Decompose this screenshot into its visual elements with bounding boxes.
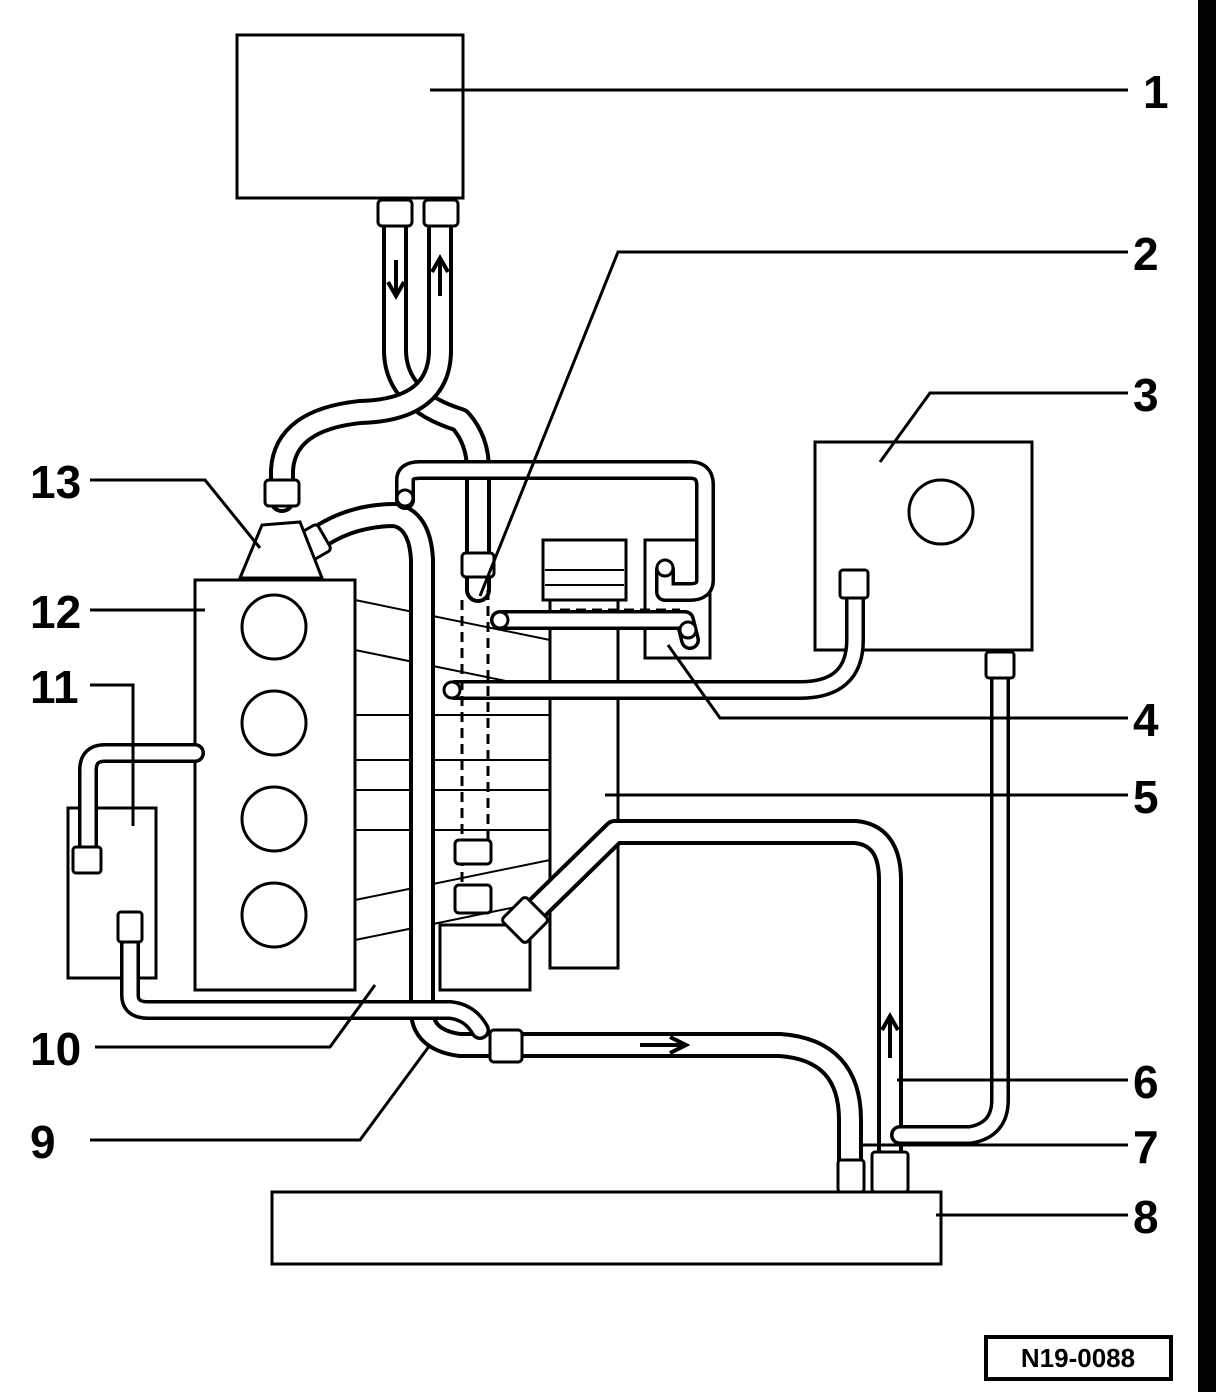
- callout-8: 8: [1133, 1191, 1159, 1243]
- component-column: [548, 598, 620, 970]
- heater-hoses: [269, 202, 491, 603]
- figure-ref-box: [984, 1335, 1173, 1381]
- tank-feed-hose: [445, 575, 865, 700]
- figure-ref: N19-0088: [1021, 1343, 1135, 1373]
- callout-9: 9: [30, 1116, 56, 1168]
- radiator-inlet-hose: [507, 1032, 863, 1193]
- right-border: [1198, 0, 1216, 1392]
- cylinder-2: [240, 689, 308, 757]
- callout-11: 11: [30, 661, 79, 713]
- callout-13: 13: [30, 456, 81, 508]
- callout-2: 2: [1133, 228, 1159, 280]
- callout-12: 12: [30, 586, 81, 638]
- main-return-hose: [302, 502, 513, 1058]
- radiator-box: [270, 1190, 943, 1266]
- callout-6: 6: [1133, 1056, 1159, 1108]
- cylinder-3: [240, 785, 308, 853]
- callout-5: 5: [1133, 771, 1159, 823]
- callout-3: 3: [1133, 369, 1159, 421]
- reservoir-hoses: [78, 743, 490, 1040]
- leader-lines: [90, 88, 1128, 1217]
- radiator-outlet-hose: [512, 819, 903, 1193]
- callout-1: 1: [1143, 66, 1169, 118]
- heater-core-box: [235, 33, 465, 200]
- callout-7: 7: [1133, 1121, 1159, 1173]
- cylinder-4: [240, 881, 308, 949]
- cylinder-1: [240, 593, 308, 661]
- top-connector: [541, 538, 628, 602]
- callout-10: 10: [30, 1023, 81, 1075]
- flow-arrows: [386, 253, 900, 1058]
- tank-to-radiator-hose: [890, 650, 1010, 1145]
- callout-4: 4: [1133, 694, 1159, 746]
- expansion-tank-cap: [907, 478, 975, 546]
